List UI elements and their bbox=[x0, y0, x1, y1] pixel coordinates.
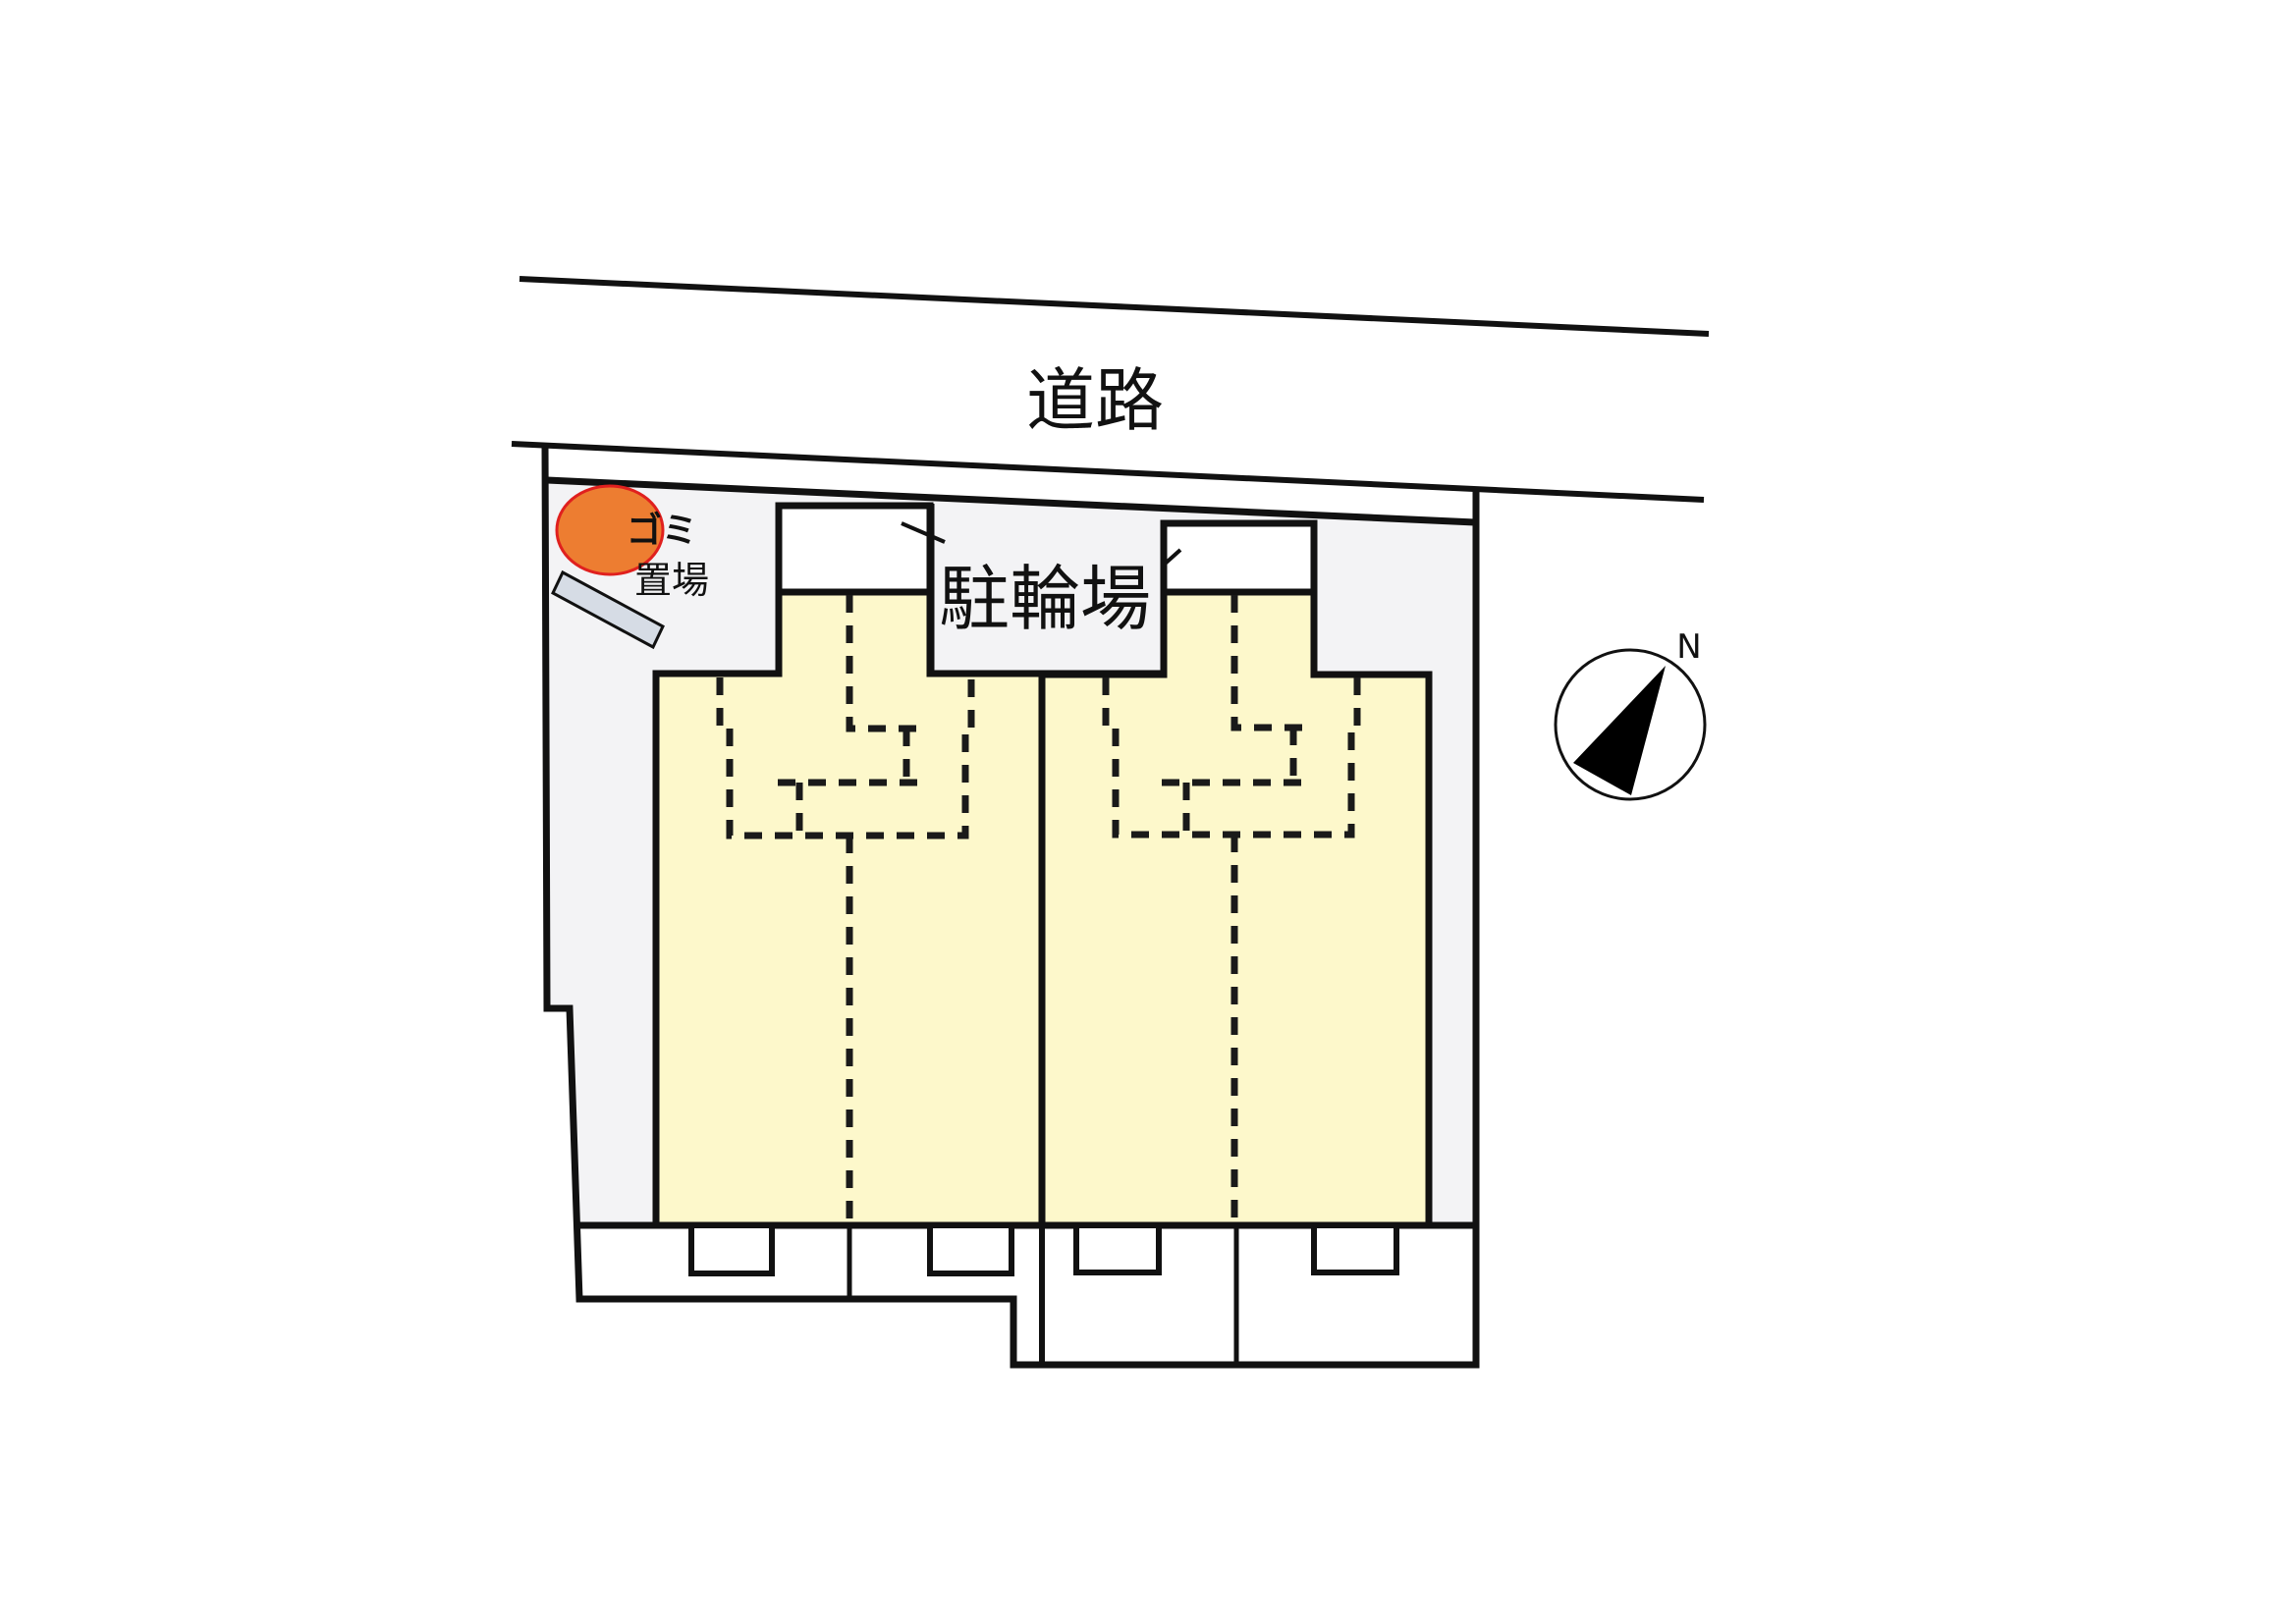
garbage-area-label-line2: 置場 bbox=[634, 559, 709, 602]
garbage-area-label-line1: ゴミ bbox=[627, 510, 697, 551]
road: 道路 bbox=[511, 276, 1710, 503]
building-left-interior-lines bbox=[716, 595, 975, 1225]
bicycle-parking-label: 駐輪場 bbox=[939, 558, 1151, 640]
bicycle-parking-leader-right bbox=[1160, 548, 1182, 568]
lot-outline bbox=[541, 443, 1480, 1369]
building-right-interior-lines bbox=[1102, 595, 1361, 1225]
dashed-line bbox=[846, 595, 928, 732]
dashed-line bbox=[1230, 595, 1314, 731]
road-label: 道路 bbox=[1026, 360, 1164, 441]
lot-top-inner-edge bbox=[546, 476, 1476, 526]
bicycle-parking-outline bbox=[927, 504, 1164, 677]
entry-step-1 bbox=[688, 1222, 775, 1276]
entry-step-3 bbox=[1073, 1222, 1162, 1275]
entry-step-2 bbox=[927, 1222, 1014, 1276]
lot-boundary bbox=[541, 443, 1480, 1369]
bicycle-parking: 駐輪場 bbox=[901, 504, 1182, 677]
bicycle-parking-leader-left bbox=[901, 521, 946, 544]
entry-step-4 bbox=[1311, 1222, 1399, 1275]
north-compass: N bbox=[1554, 627, 1707, 801]
bench-shape bbox=[551, 569, 665, 650]
building-right-porch bbox=[1160, 519, 1318, 596]
site-lower-strip bbox=[578, 1225, 1475, 1365]
compass-north-label: N bbox=[1676, 627, 1701, 667]
garbage-area-marker bbox=[555, 484, 665, 576]
garbage-area: ゴミ 置場 bbox=[551, 484, 709, 650]
building-left-porch bbox=[775, 502, 934, 596]
road-bottom-edge bbox=[511, 441, 1705, 503]
compass-needle-icon bbox=[1573, 666, 1666, 795]
road-top-edge bbox=[519, 276, 1710, 337]
